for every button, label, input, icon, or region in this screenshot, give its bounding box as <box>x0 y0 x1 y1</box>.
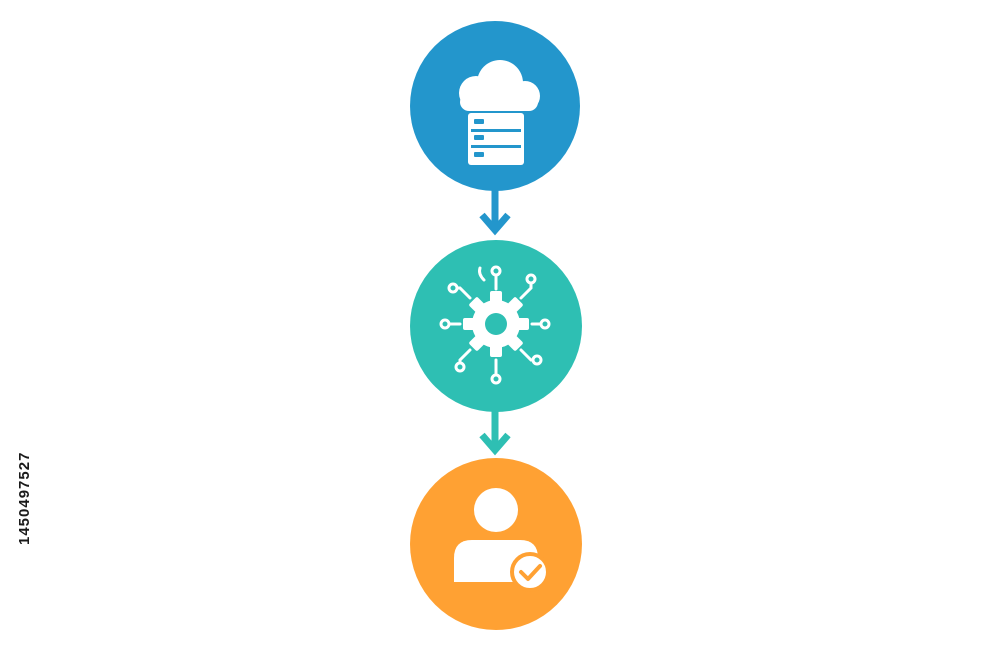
gear-network-node <box>410 240 582 412</box>
gear-network-icon <box>439 265 551 385</box>
arrow-down-icon <box>479 410 511 456</box>
cloud-server-node <box>410 21 580 191</box>
arrow-down-icon <box>479 190 511 236</box>
stock-id-watermark: 1450497527 <box>16 451 33 545</box>
user-check-icon <box>454 488 550 592</box>
cloud-server-icon <box>459 60 540 165</box>
user-check-node <box>410 458 582 630</box>
